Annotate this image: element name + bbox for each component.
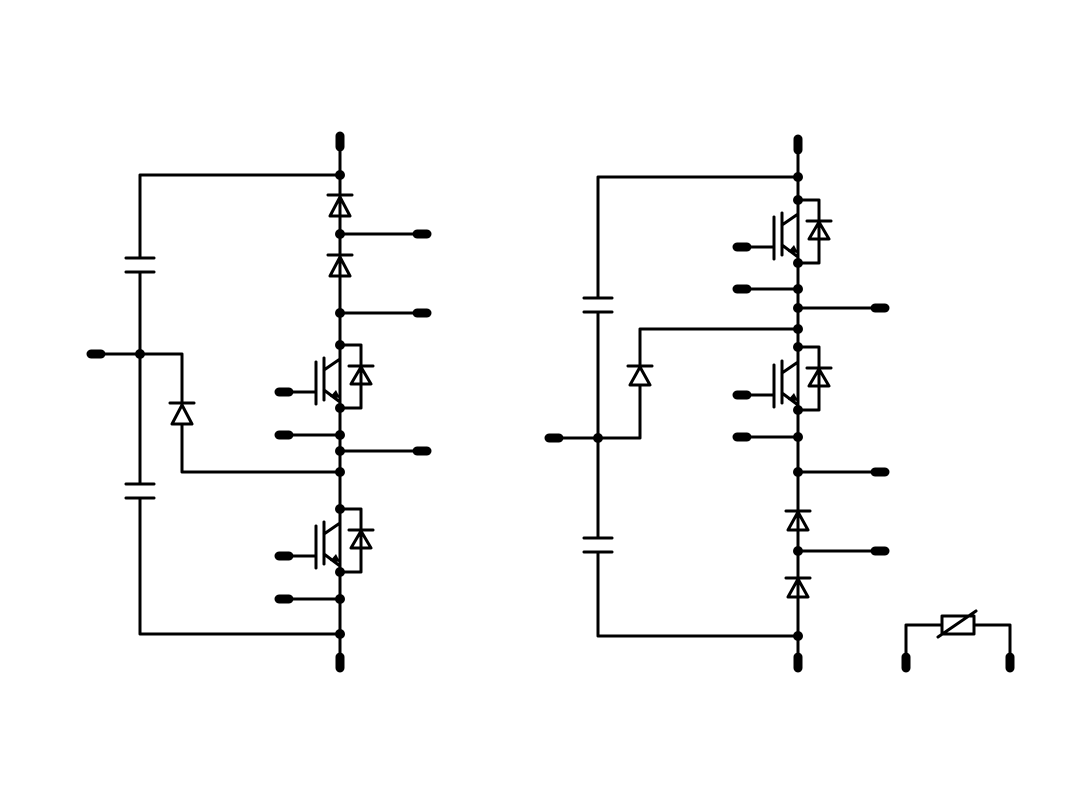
diode-icon: [784, 576, 812, 599]
wire: [596, 175, 800, 300]
wire: [596, 550, 800, 638]
thermistor-icon: [936, 609, 978, 639]
thermistor-ntc: [901, 609, 1015, 673]
wire: [138, 173, 342, 260]
igbt-icon: [740, 198, 833, 265]
wire: [904, 623, 944, 664]
diode-icon: [326, 253, 354, 278]
capacitor-icon: [124, 482, 156, 500]
wire: [638, 327, 800, 367]
igbt-icon: [282, 343, 375, 410]
wire: [138, 496, 342, 636]
circuit-right: [544, 134, 890, 673]
diode-icon: [168, 401, 196, 426]
junction-dot-icon: [593, 172, 803, 641]
diode-icon: [784, 509, 812, 532]
diode-icon: [626, 364, 654, 387]
igbt-icon: [282, 507, 375, 574]
wire: [94, 352, 184, 404]
igbt-icon: [740, 345, 833, 412]
capacitor-icon: [582, 536, 614, 554]
circuit-left: [86, 131, 432, 673]
wire: [180, 422, 342, 474]
wire: [552, 384, 642, 440]
wire: [972, 623, 1012, 664]
junction-dot-icon: [135, 170, 345, 639]
diode-icon: [326, 193, 354, 218]
capacitor-icon: [582, 296, 614, 314]
capacitor-icon: [124, 256, 156, 274]
